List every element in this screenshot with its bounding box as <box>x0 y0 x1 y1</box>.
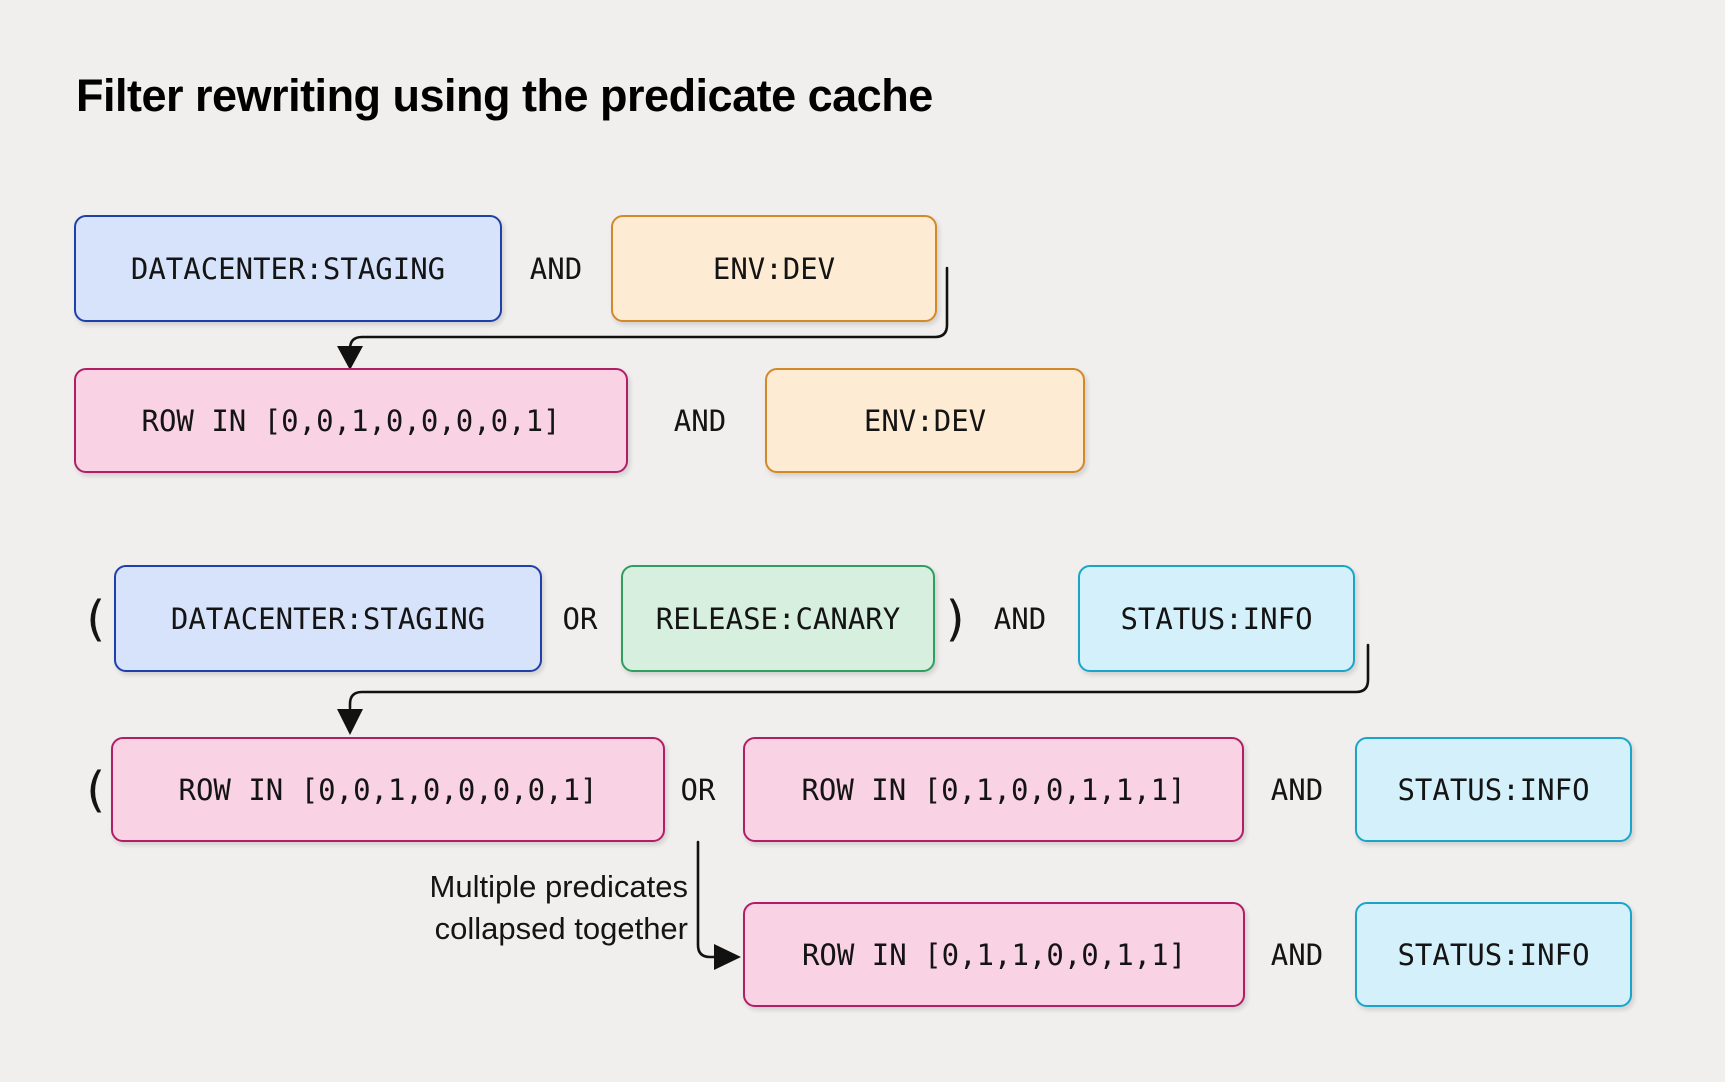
annotation-line-2: collapsed together <box>434 911 688 946</box>
operator-and: AND <box>529 251 583 286</box>
predicate-box-row-in-bitmap: ROW IN [0,1,0,0,1,1,1] <box>743 737 1244 842</box>
open-paren: ( <box>80 590 110 647</box>
operator-and: AND <box>1270 937 1324 972</box>
predicate-box-datacenter-staging: DATACENTER:STAGING <box>114 565 542 672</box>
operator-and: AND <box>1270 772 1324 807</box>
operator-and: AND <box>993 601 1047 636</box>
connector-expr1-arrowhead-icon <box>337 346 363 370</box>
predicate-box-row-in-bitmap: ROW IN [0,0,1,0,0,0,0,1] <box>111 737 665 842</box>
annotation-collapse-note: Multiple predicates collapsed together <box>288 866 688 950</box>
operator-or: OR <box>562 601 598 636</box>
predicate-box-status-info: STATUS:INFO <box>1355 902 1632 1007</box>
connector-collapse-arrowhead-icon <box>714 944 741 970</box>
diagram-title: Filter rewriting using the predicate cac… <box>76 70 933 121</box>
connector-expr2-arrowhead-icon <box>337 709 363 735</box>
predicate-box-row-in-bitmap: ROW IN [0,0,1,0,0,0,0,1] <box>74 368 628 473</box>
operator-or: OR <box>680 772 716 807</box>
predicate-box-env-dev: ENV:DEV <box>765 368 1085 473</box>
predicate-box-status-info: STATUS:INFO <box>1355 737 1632 842</box>
annotation-line-1: Multiple predicates <box>429 869 688 904</box>
close-paren: ) <box>941 590 971 647</box>
predicate-box-datacenter-staging: DATACENTER:STAGING <box>74 215 502 322</box>
predicate-box-release-canary: RELEASE:CANARY <box>621 565 935 672</box>
predicate-box-env-dev: ENV:DEV <box>611 215 937 322</box>
connector-collapse <box>696 840 716 959</box>
predicate-box-status-info: STATUS:INFO <box>1078 565 1355 672</box>
operator-and: AND <box>673 403 727 438</box>
predicate-box-row-in-bitmap-collapsed: ROW IN [0,1,1,0,0,1,1] <box>743 902 1245 1007</box>
open-paren: ( <box>80 761 110 818</box>
